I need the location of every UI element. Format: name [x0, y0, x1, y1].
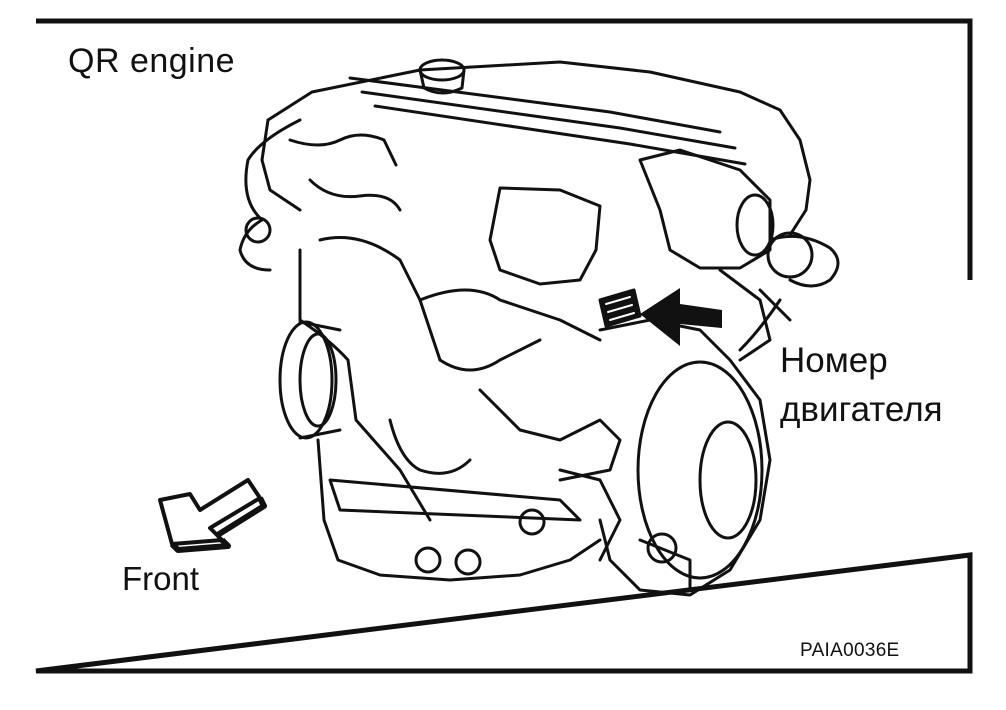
engine-number-plate: [598, 288, 642, 328]
front-direction-label: Front: [122, 560, 200, 597]
hollow-arrow-down-left-icon: [158, 478, 267, 553]
arrow-pointing-left-icon: [640, 288, 722, 346]
diagram-frame: [35, 18, 973, 674]
valve-cover: [260, 58, 812, 237]
transmission-housing: [598, 318, 772, 597]
engine-number-label: Номер двигателя: [780, 341, 943, 429]
left-pulley: [278, 320, 342, 440]
diagram-title: QR engine: [68, 42, 236, 80]
upper-right-components: [488, 148, 840, 362]
engine-block: [316, 418, 622, 582]
intake-manifold: [238, 118, 622, 522]
figure-code: PAIA0036E: [800, 640, 900, 661]
